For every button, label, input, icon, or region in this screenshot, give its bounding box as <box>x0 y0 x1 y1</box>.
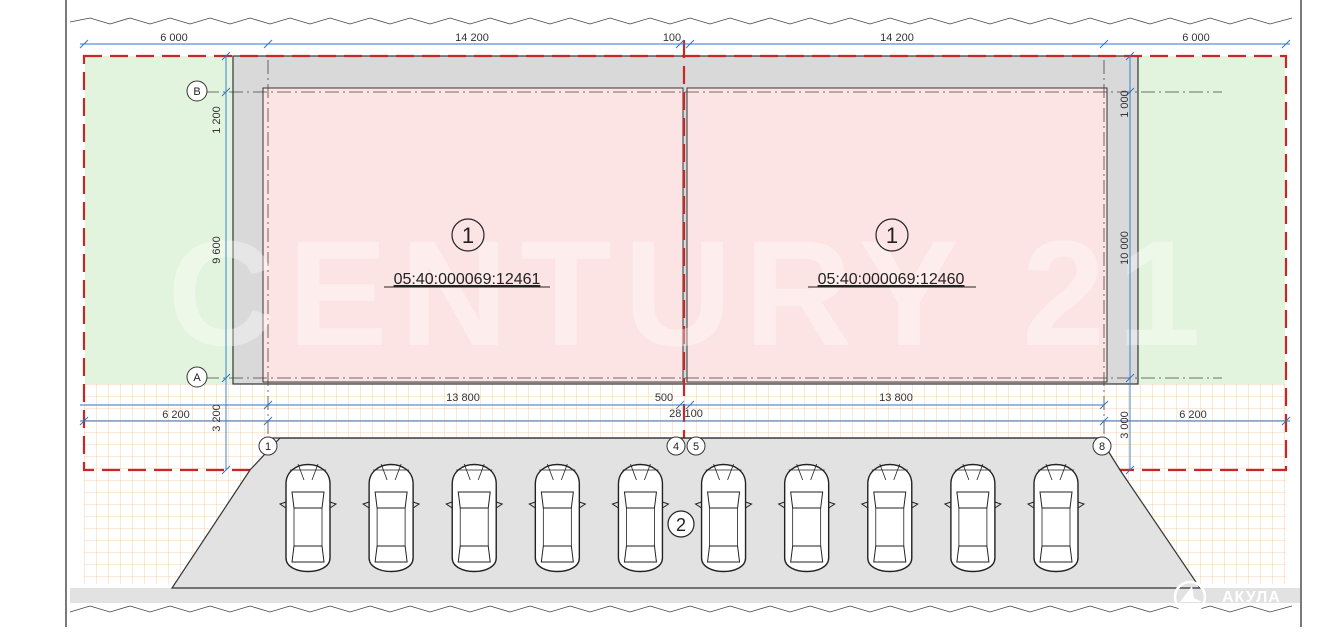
dim-left-middle: 9 600 <box>211 236 223 264</box>
green-zone-right <box>1138 56 1285 384</box>
lot-left-number-circle <box>451 218 485 252</box>
dimension-tick <box>1281 39 1291 49</box>
dimension-tick <box>221 373 231 383</box>
dimension-tick <box>1125 51 1135 61</box>
dimension-tick <box>1125 373 1135 383</box>
paving-strip <box>70 588 1300 603</box>
dimension-tick <box>675 39 685 49</box>
lot-right <box>686 87 1108 383</box>
dimension-tick <box>79 416 89 426</box>
lot-left-cadastral: 05:40:000069:12461 <box>394 271 541 288</box>
break-line-top <box>69 17 1293 25</box>
green-zone-left <box>85 56 233 384</box>
dim-total-width: 28 100 <box>669 408 703 420</box>
parked-car <box>1027 463 1085 573</box>
dimension-ticks <box>79 39 1291 475</box>
axis-bubble-b <box>186 80 208 102</box>
dimension-tick <box>263 39 273 49</box>
dim-bottom-left-green: 6 200 <box>162 409 190 421</box>
break-line-bottom <box>69 605 1293 613</box>
parked-car <box>362 463 420 573</box>
lot-right-number: 1 <box>886 223 898 248</box>
dim-right-bottom: 3 000 <box>1119 411 1131 439</box>
shark-icon <box>1173 580 1207 614</box>
lot-left-number: 1 <box>462 223 474 248</box>
dimension-tick <box>221 87 231 97</box>
watermark: CENTURY 21 <box>167 209 1212 377</box>
dim-top-gap: 100 <box>663 32 681 44</box>
dim-left-top: 1 200 <box>211 106 223 134</box>
dim-right-top: 1 000 <box>1119 90 1131 118</box>
parked-car <box>944 463 1002 573</box>
parked-car <box>861 463 919 573</box>
dimension-tick <box>685 39 695 49</box>
logo: АКУЛА <box>1173 580 1281 614</box>
parking-zone-number: 2 <box>676 515 686 535</box>
dim-top-left-lot: 14 200 <box>455 32 489 44</box>
axis-label-b: B <box>193 86 200 98</box>
dim-top-right-green: 6 000 <box>1182 32 1210 44</box>
marker-bubble-5 <box>686 436 706 456</box>
dimension-tick <box>1099 400 1109 410</box>
parked-car <box>528 463 587 573</box>
dim-bottom-right-green: 6 200 <box>1179 409 1207 421</box>
marker-bubble-4 <box>666 436 686 456</box>
dimension-tick <box>685 400 695 410</box>
dim-bottom-right-lot: 13 800 <box>879 392 913 404</box>
marker-label-5: 5 <box>693 441 699 453</box>
marker-label-8: 8 <box>1099 441 1105 453</box>
dimension-tick <box>221 51 231 61</box>
marker-label-4: 4 <box>673 441 679 453</box>
parking-zone-circle <box>667 510 695 538</box>
dim-right-middle: 10 000 <box>1119 231 1131 265</box>
dimension-tick <box>79 39 89 49</box>
shark-fin <box>1180 586 1202 602</box>
lot-right-cadastral: 05:40:000069:12460 <box>818 271 965 288</box>
parked-car <box>611 463 670 573</box>
dimension-tick <box>263 400 273 410</box>
lot-right-number-circle <box>875 218 909 252</box>
dimension-tick <box>1125 465 1135 475</box>
logo-text: АКУЛА <box>1222 589 1281 606</box>
dim-left-bottom: 3 200 <box>211 404 223 432</box>
dim-top-right-lot: 14 200 <box>880 32 914 44</box>
marker-label-1: 1 <box>265 441 271 453</box>
dim-bottom-gap: 500 <box>655 392 673 404</box>
axis-bubble-a <box>186 366 208 388</box>
dimension-tick <box>1099 416 1109 426</box>
parked-car <box>777 463 836 573</box>
dimension-tick <box>675 400 685 410</box>
dimension-tick <box>263 416 273 426</box>
marker-bubble-8 <box>1092 436 1112 456</box>
dim-top-left-green: 6 000 <box>160 32 188 44</box>
dimension-tick <box>221 465 231 475</box>
parked-car <box>694 463 753 573</box>
dimension-tick <box>1099 39 1109 49</box>
marker-bubble-1 <box>258 436 278 456</box>
lot-left <box>262 87 684 383</box>
parked-car <box>279 463 337 573</box>
parked-car <box>445 463 503 573</box>
dimension-lines <box>80 43 1290 470</box>
axis-label-a: A <box>193 372 201 384</box>
dimension-tick <box>1281 416 1291 426</box>
dim-bottom-left-lot: 13 800 <box>446 392 480 404</box>
dimension-tick <box>1125 87 1135 97</box>
